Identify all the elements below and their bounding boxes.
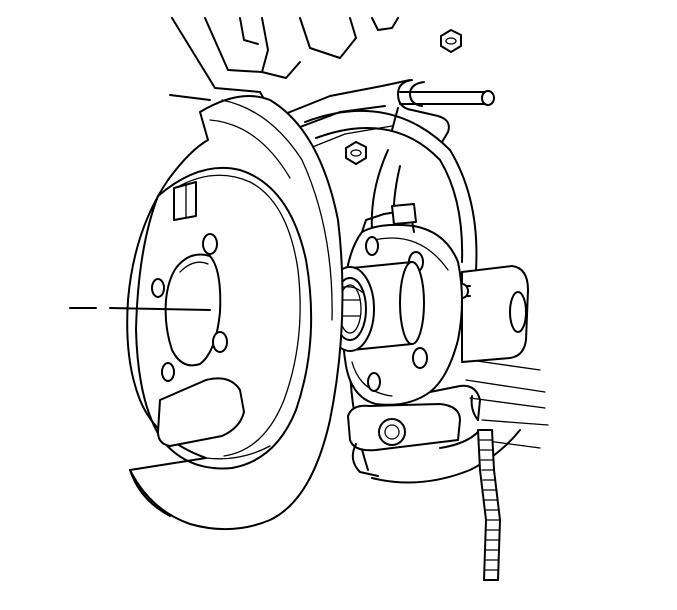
- knuckle-nut-icon: [345, 141, 367, 165]
- upper-suspension-structure: [169, 17, 411, 151]
- brake-line: [391, 79, 495, 143]
- disc-lug-hole: [161, 362, 175, 382]
- disc-lug-hole: [202, 233, 218, 255]
- hub-stud-hole: [365, 236, 379, 256]
- bracket-bolt-icon: [378, 418, 406, 446]
- hub-bearing: [325, 261, 425, 352]
- brake-shield-disc: [126, 95, 344, 531]
- lower-mounting-bracket: [347, 384, 481, 477]
- hub-stud-hole: [367, 372, 381, 392]
- upper-nut-icon: [440, 29, 462, 53]
- wheel-speed-sensor-harness: [470, 395, 501, 581]
- hub-stud-hole: [412, 347, 428, 369]
- disc-lug-hole: [212, 331, 228, 353]
- disc-lug-hole: [151, 278, 165, 298]
- callout-leader: [69, 307, 211, 311]
